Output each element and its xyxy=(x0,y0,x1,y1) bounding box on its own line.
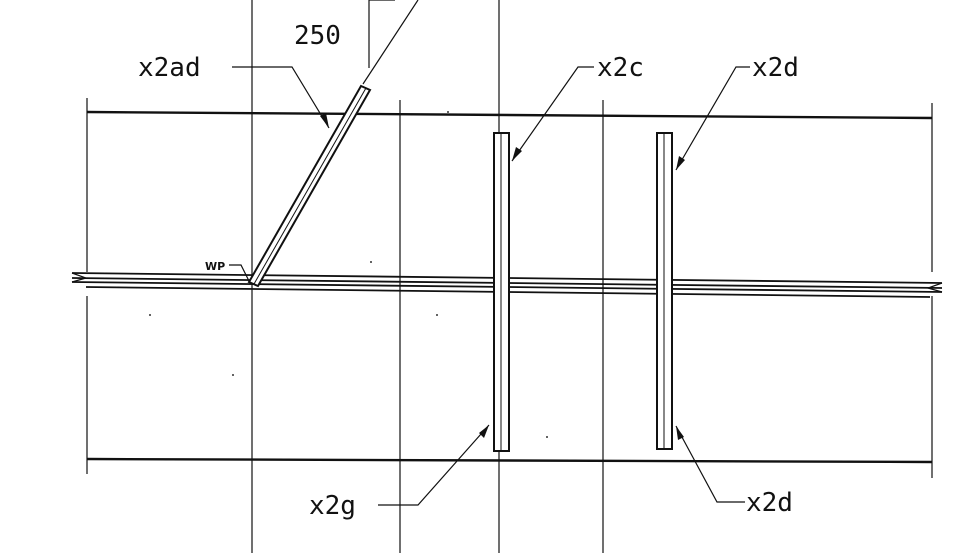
speck xyxy=(149,314,151,316)
callout-x2c: x2c xyxy=(597,53,644,83)
speck xyxy=(232,374,234,376)
arrow-x2d-top xyxy=(676,156,685,170)
callout-x2d-top: x2d xyxy=(752,53,799,83)
arrow-x2g xyxy=(479,425,489,438)
diagonal-brace xyxy=(247,84,372,288)
girder-left-break xyxy=(71,272,88,283)
speck xyxy=(546,436,548,438)
diagonal-brace-centerline xyxy=(253,87,367,285)
vertical-bar-x2d xyxy=(656,132,673,450)
leader-x2ad xyxy=(232,66,330,129)
arrow-x2c xyxy=(512,147,522,161)
scan-specks xyxy=(149,111,548,438)
vertical-bar-x2c xyxy=(493,132,510,452)
arrow-x2ad xyxy=(320,113,329,128)
leader-wp xyxy=(229,264,250,282)
girder-right-break xyxy=(926,282,943,293)
callout-x2g: x2g xyxy=(309,491,356,521)
arrow-x2d-bottom xyxy=(676,426,684,440)
speck xyxy=(436,314,438,316)
callout-x2d-bottom: x2d xyxy=(746,488,793,518)
callout-x2ad: x2ad xyxy=(138,53,201,83)
speck xyxy=(447,111,449,113)
leaders xyxy=(229,0,750,506)
lower-beam-bottom-flange xyxy=(86,457,933,464)
leader-x2c xyxy=(511,66,594,162)
upper-beam-top-flange xyxy=(86,110,933,120)
dimension-leader xyxy=(362,0,419,85)
leader-x2d-top xyxy=(675,66,750,171)
speck xyxy=(370,261,372,263)
leader-x2d-bottom xyxy=(675,425,745,503)
leader-x2g xyxy=(378,424,490,506)
dimension-250-label: 250 xyxy=(294,21,341,51)
upper-beam xyxy=(86,98,933,272)
work-point-label: WP xyxy=(205,260,225,273)
lower-beam xyxy=(86,296,933,478)
